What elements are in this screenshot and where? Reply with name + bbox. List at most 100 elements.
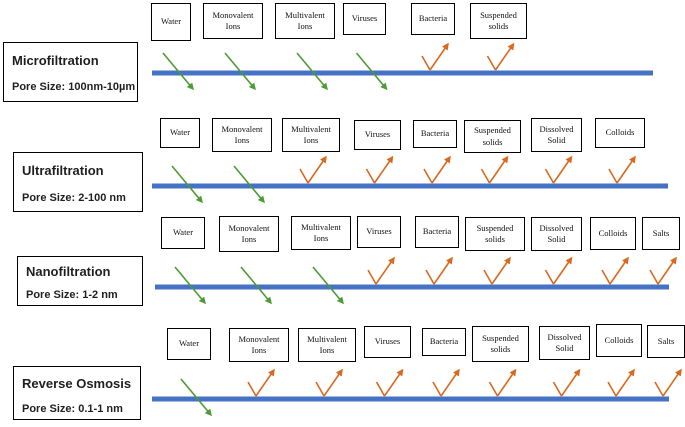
rejected-arrow	[375, 256, 395, 285]
pass-through-arrow	[240, 266, 272, 305]
ultrafiltration-particle-bacteria: Bacteria	[413, 120, 457, 148]
rejected-arrow	[323, 368, 343, 397]
reverse-osmosis-particle-water: Water	[167, 328, 211, 360]
rejected-arrow-incoming	[608, 168, 618, 184]
reverse-osmosis-particle-viruses: Viruses	[364, 326, 411, 358]
pore-size-label: Pore Size: 1-2 nm	[26, 289, 118, 301]
pass-through-arrow	[233, 165, 265, 204]
rejected-arrow	[433, 256, 453, 285]
nanofiltration-particle-viruses: Viruses	[357, 216, 401, 248]
rejected-arrow	[494, 42, 515, 71]
pass-through-arrow	[162, 52, 194, 91]
rejected-arrow	[496, 368, 517, 397]
rejected-arrow-incoming	[375, 381, 386, 397]
microfiltration-particle-viruses: Viruses	[343, 3, 386, 35]
rejected-arrow	[616, 155, 636, 184]
rejected-arrow	[488, 155, 509, 184]
pass-through-arrow	[224, 52, 256, 91]
rejected-arrow	[431, 155, 451, 184]
rejected-arrow-incoming	[488, 381, 499, 397]
rejected-arrow-incoming	[552, 381, 563, 397]
rejected-arrow	[440, 368, 460, 397]
rejected-arrow-incoming	[425, 269, 435, 285]
rejected-arrow-incoming	[654, 381, 664, 397]
rejected-arrow	[552, 256, 573, 285]
ultrafiltration-particle-multivalent-ions: Multivalent Ions	[282, 118, 340, 152]
ultrafiltration-particle-viruses: Viruses	[354, 120, 401, 150]
rejected-arrow	[383, 368, 404, 397]
reverse-osmosis-particle-monovalent-ions: Monovalent Ions	[229, 328, 289, 362]
microfiltration-particle-water: Water	[151, 3, 191, 41]
pass-through-arrow	[171, 165, 203, 204]
pore-size-label: Pore Size: 0.1-1 nm	[22, 403, 123, 415]
rejected-arrow-incoming	[649, 269, 659, 285]
rejected-arrow-incoming	[486, 55, 497, 71]
rejected-arrow-incoming	[544, 168, 555, 184]
nanofiltration-particle-salts: Salts	[642, 217, 680, 250]
rejected-arrow-incoming	[423, 168, 433, 184]
reverse-osmosis-particle-salts: Salts	[647, 325, 685, 358]
process-name: Nanofiltration	[26, 264, 111, 279]
rejected-arrow-incoming	[315, 381, 325, 397]
ultrafiltration-particle-monovalent-ions: Monovalent Ions	[212, 118, 272, 152]
pass-through-arrow	[296, 52, 328, 91]
rejected-arrow	[615, 368, 635, 397]
ultrafiltration-particle-suspended-solids: Suspended solids	[464, 120, 521, 153]
nanofiltration-particle-multivalent-ions: Multivalent Ions	[291, 216, 351, 250]
rejected-arrow	[429, 42, 449, 71]
rejected-arrow-incoming	[432, 381, 442, 397]
rejected-arrow	[491, 256, 511, 285]
rejected-arrow-incoming	[480, 168, 491, 184]
rejected-arrow	[373, 155, 394, 184]
rejected-arrow-incoming	[601, 269, 611, 285]
rejected-arrow	[307, 155, 327, 184]
ultrafiltration-particle-dissolved-solid: Dissolved Solid	[531, 118, 582, 152]
rejected-arrow-incoming	[421, 55, 431, 71]
pore-size-label: Pore Size: 2-100 nm	[22, 192, 126, 204]
rejected-arrow	[552, 155, 573, 184]
rejected-arrow-incoming	[247, 381, 257, 397]
nanofiltration-particle-bacteria: Bacteria	[415, 216, 459, 248]
process-name: Microfiltration	[12, 53, 99, 68]
process-name: Ultrafiltration	[22, 163, 104, 178]
rejected-arrow-incoming	[483, 269, 493, 285]
pass-through-arrow	[174, 266, 206, 305]
rejected-arrow-incoming	[299, 168, 309, 184]
microfiltration-particle-monovalent-ions: Monovalent Ions	[203, 3, 263, 39]
reverse-osmosis-particle-colloids: Colloids	[596, 324, 642, 357]
rejected-arrow	[609, 256, 629, 285]
pass-through-arrow	[355, 52, 388, 91]
ultrafiltration-particle-water: Water	[160, 118, 200, 148]
reverse-osmosis-particle-dissolved-solid: Dissolved Solid	[539, 326, 590, 360]
rejected-arrow-incoming	[544, 269, 555, 285]
nanofiltration-particle-suspended-solids: Suspended solids	[465, 217, 525, 251]
reverse-osmosis-particle-multivalent-ions: Multivalent Ions	[298, 328, 356, 362]
pass-through-arrow	[180, 378, 212, 417]
microfiltration-particle-bacteria: Bacteria	[411, 3, 455, 35]
reverse-osmosis-particle-suspended-solids: Suspended solids	[472, 326, 529, 362]
pore-size-label: Pore Size: 100nm-10µm	[12, 81, 136, 93]
ultrafiltration-particle-colloids: Colloids	[595, 118, 645, 148]
pass-through-arrow	[312, 266, 344, 305]
nanofiltration-particle-monovalent-ions: Monovalent Ions	[219, 216, 279, 252]
rejected-arrow	[255, 368, 275, 397]
nanofiltration-particle-colloids: Colloids	[590, 217, 636, 250]
rejected-arrow-incoming	[365, 168, 376, 184]
microfiltration-particle-suspended-solids: Suspended solids	[470, 3, 527, 39]
rejected-arrow-incoming	[607, 381, 617, 397]
process-name: Reverse Osmosis	[22, 376, 132, 391]
rejected-arrow-incoming	[367, 269, 377, 285]
rejected-arrow	[662, 368, 682, 397]
nanofiltration-particle-water: Water	[161, 217, 205, 249]
reverse-osmosis-particle-bacteria: Bacteria	[422, 328, 466, 356]
microfiltration-particle-multivalent-ions: Multivalent Ions	[275, 3, 335, 39]
rejected-arrow	[560, 368, 581, 397]
rejected-arrow	[657, 256, 677, 285]
nanofiltration-particle-dissolved-solid: Dissolved Solid	[531, 217, 582, 251]
